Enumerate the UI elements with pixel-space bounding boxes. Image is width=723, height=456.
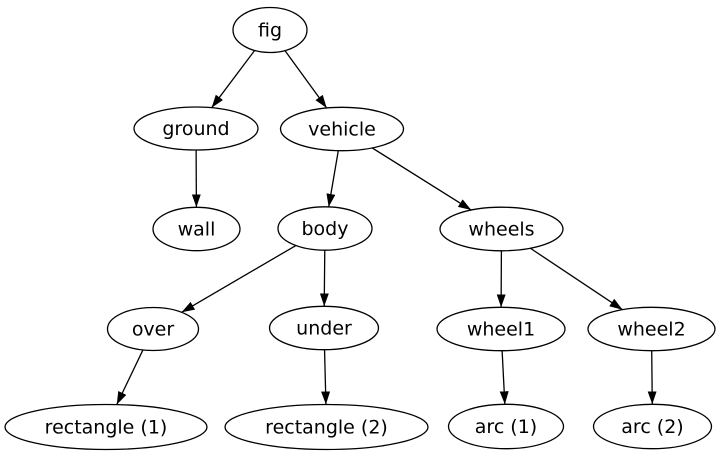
edge-wheel1-arc1 [499, 350, 509, 405]
node-arc2: arc (2) [592, 403, 713, 450]
node-label-arc2: arc (2) [621, 416, 683, 438]
node-label-body: body [302, 218, 349, 240]
node-arc1: arc (1) [447, 403, 565, 450]
edge-body-under [319, 250, 329, 307]
node-ellipse-rectangle2 [224, 403, 429, 451]
node-label-wheels: wheels [468, 219, 534, 241]
node-wheel1: wheel1 [436, 306, 566, 352]
node-label-fig: fig [258, 20, 282, 42]
node-fig: fig [232, 6, 308, 54]
edge-vehicle-wheels [371, 147, 472, 211]
node-wheel2: wheel2 [587, 306, 716, 352]
node-label-rectangle1: rectangle (1) [45, 417, 168, 439]
node-label-arc1: arc (1) [475, 416, 537, 438]
node-label-rectangle2: rectangle (2) [265, 417, 388, 439]
edge-body-over [181, 244, 297, 313]
edge-fig-vehicle [284, 50, 328, 109]
node-rectangle2: rectangle (2) [224, 403, 429, 451]
node-ellipse-fig [232, 6, 308, 54]
node-vehicle: vehicle [279, 106, 405, 152]
node-label-wheel1: wheel1 [467, 319, 535, 341]
node-ellipse-wheels [439, 206, 564, 252]
node-body: body [277, 206, 373, 251]
edge-over-rectangle1 [116, 349, 144, 405]
node-ellipse-arc2 [592, 403, 713, 450]
edge-wheel2-arc2 [647, 350, 657, 405]
node-over: over [106, 306, 200, 352]
node-wheels: wheels [439, 206, 564, 252]
edge-fig-ground [211, 50, 256, 109]
node-label-ground: ground [162, 118, 229, 140]
node-label-over: over [132, 319, 175, 341]
edge-vehicle-body [326, 150, 339, 207]
node-wall: wall [152, 206, 241, 252]
node-ellipse-ground [133, 106, 259, 151]
edge-under-rectangle2 [321, 349, 331, 405]
node-ellipse-wheel2 [587, 306, 716, 352]
node-ground: ground [133, 106, 259, 151]
node-ellipse-rectangle1 [4, 403, 208, 451]
node-rectangle1: rectangle (1) [4, 403, 208, 451]
node-ellipse-under [268, 305, 380, 351]
node-ellipse-over [106, 306, 200, 352]
node-label-vehicle: vehicle [308, 119, 376, 141]
node-ellipse-wheel1 [436, 306, 566, 352]
node-ellipse-vehicle [279, 106, 405, 152]
node-label-wheel2: wheel2 [617, 319, 685, 341]
node-under: under [268, 305, 380, 351]
node-ellipse-body [277, 206, 373, 251]
node-ellipse-wall [152, 206, 241, 252]
node-label-wall: wall [178, 219, 216, 241]
node-label-under: under [296, 318, 352, 340]
node-ellipse-arc1 [447, 403, 565, 450]
edge-wheels-wheel2 [530, 247, 623, 311]
